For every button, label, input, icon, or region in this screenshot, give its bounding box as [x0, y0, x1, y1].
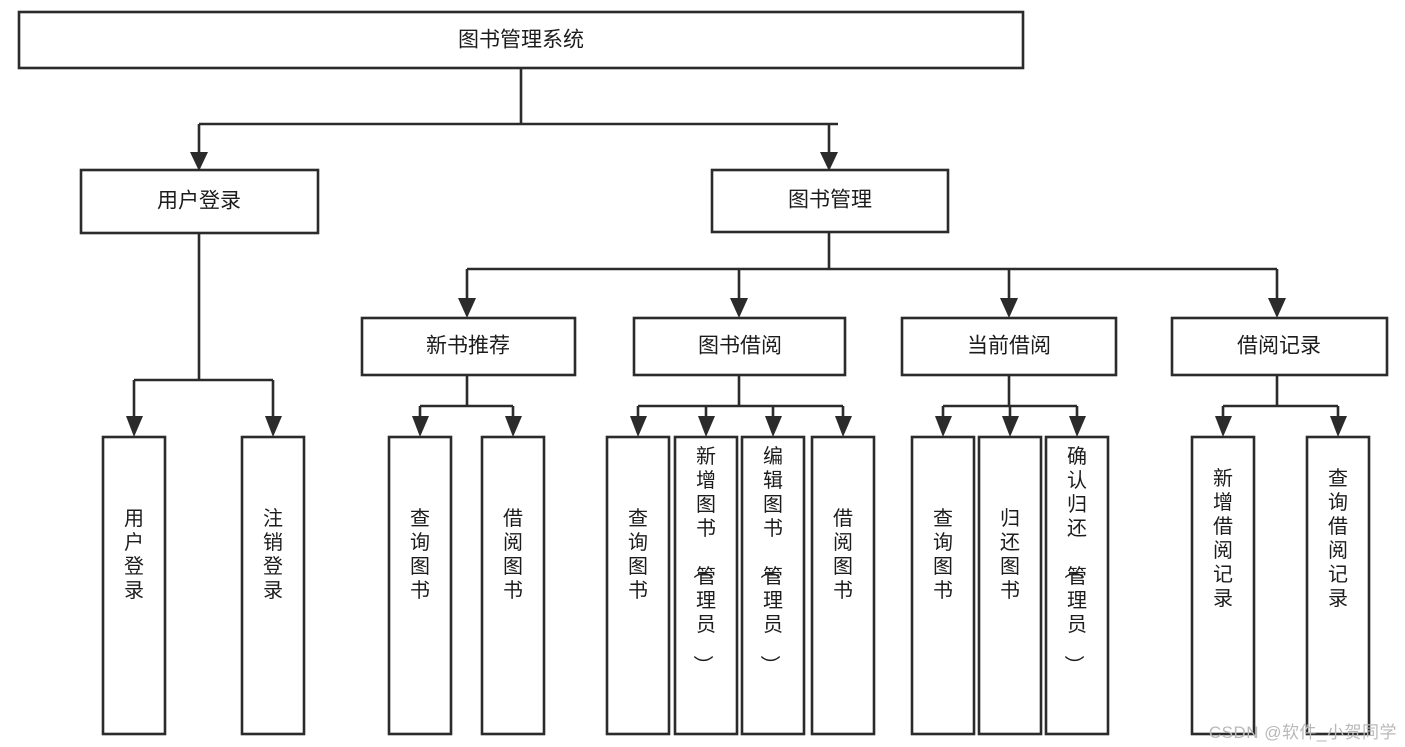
leaf-add-book-admin[interactable]: 新增图书（管理员）	[673, 435, 739, 736]
leaf-query-borrow-record[interactable]: 查询借阅记录	[1305, 435, 1371, 736]
leaf-borrow-book-borrow[interactable]: 借阅图书	[810, 435, 876, 736]
leaf-query-book-recommend-label: 查询图书	[410, 507, 430, 602]
node-new-book-recommend-label: 新书推荐	[426, 335, 510, 358]
node-book-management-label: 图书管理	[788, 189, 872, 212]
leaf-query-book-current-label: 查询图书	[933, 507, 953, 602]
leaf-user-login[interactable]: 用户登录	[101, 435, 167, 736]
leaf-query-book-current[interactable]: 查询图书	[910, 435, 976, 736]
node-current-borrow-label: 当前借阅	[967, 335, 1051, 358]
node-book-management-box[interactable]	[710, 168, 950, 234]
leaf-borrow-book-borrow-label: 借阅图书	[833, 507, 853, 602]
arrow-head-to-book-borrow	[730, 298, 748, 318]
leaf-borrow-book-recommend-box[interactable]	[480, 435, 546, 736]
leaf-confirm-return-admin-box[interactable]	[1044, 435, 1110, 736]
node-new-book-recommend[interactable]: 新书推荐	[360, 316, 577, 377]
leaf-logout[interactable]: 注销登录	[240, 435, 306, 736]
node-current-borrow-box[interactable]	[900, 316, 1118, 377]
leaf-add-book-admin-label: 新增图书（管理员）	[691, 445, 716, 675]
leaf-node-layer: 用户登录 注销登录 查询图书 借阅图书 查询图书 新增图书（管理员）	[101, 435, 1371, 736]
leaf-query-book-borrow[interactable]: 查询图书	[605, 435, 671, 736]
leaf-query-borrow-record-box[interactable]	[1305, 435, 1371, 736]
arrow-head-to-leaf-add-book	[698, 416, 715, 437]
edge-borrow-record-to-leaves-trunk	[1221, 375, 1340, 424]
leaf-add-borrow-record-label: 新增借阅记录	[1213, 467, 1233, 610]
leaf-user-login-label: 用户登录	[124, 508, 144, 602]
leaf-confirm-return-admin-label: 确认归还（管理员）	[1062, 445, 1087, 675]
edge-current-borrow-to-leaves-trunk	[941, 375, 1079, 424]
leaf-borrow-book-borrow-box[interactable]	[810, 435, 876, 736]
leaf-borrow-book-recommend[interactable]: 借阅图书	[480, 435, 546, 736]
node-borrow-record-box[interactable]	[1170, 316, 1389, 377]
arrow-head-to-leaf-edit-book	[765, 416, 782, 437]
leaf-add-borrow-record-box[interactable]	[1190, 435, 1256, 736]
leaf-query-book-current-box[interactable]	[910, 435, 976, 736]
edge-user-login-to-leaves-trunk	[132, 233, 275, 424]
node-book-borrow[interactable]: 图书借阅	[632, 316, 847, 377]
leaf-add-book-admin-box[interactable]	[673, 435, 739, 736]
arrow-head-to-book-management	[820, 152, 838, 171]
leaf-add-borrow-record[interactable]: 新增借阅记录	[1190, 435, 1256, 736]
leaf-logout-box[interactable]	[240, 435, 306, 736]
edge-root-to-level1-trunk	[197, 68, 838, 160]
leaf-confirm-return-admin[interactable]: 确认归还（管理员）	[1044, 435, 1110, 736]
node-book-borrow-label: 图书借阅	[698, 335, 782, 358]
edge-book-borrow-to-leaves-trunk	[636, 375, 845, 424]
arrow-head-to-leaf-query-book-c	[935, 416, 952, 437]
arrow-head-to-leaf-query-record	[1330, 416, 1347, 437]
node-user-login-box[interactable]	[79, 168, 320, 235]
arrow-head-to-leaf-borrow-book-a	[505, 416, 522, 437]
arrow-head-to-leaf-borrow-book-b	[835, 416, 852, 437]
leaf-logout-label: 注销登录	[263, 507, 283, 602]
leaf-query-book-recommend[interactable]: 查询图书	[387, 435, 453, 736]
arrow-head-to-borrow-record	[1268, 298, 1286, 318]
arrow-head-to-leaf-query-book-a	[412, 416, 429, 437]
node-root-label: 图书管理系统	[458, 29, 584, 52]
connector-layer	[126, 68, 1347, 437]
node-borrow-record[interactable]: 借阅记录	[1170, 316, 1389, 377]
arrow-head-to-leaf-user-login	[126, 416, 143, 437]
leaf-edit-book-admin-label: 编辑图书（管理员）	[758, 445, 783, 675]
arrow-head-to-leaf-query-book-b	[630, 416, 647, 437]
leaf-return-book-label: 归还图书	[1000, 507, 1020, 602]
leaf-query-book-borrow-box[interactable]	[605, 435, 671, 736]
arrow-head-to-leaf-logout	[265, 416, 282, 437]
arrow-head-to-current-borrow	[1000, 298, 1018, 318]
leaf-return-book-box[interactable]	[977, 435, 1043, 736]
node-new-book-recommend-box[interactable]	[360, 316, 577, 377]
arrow-head-to-user-login	[190, 152, 208, 171]
leaf-query-borrow-record-label: 查询借阅记录	[1328, 467, 1348, 610]
edge-new-book-recommend-to-leaves-trunk	[418, 375, 515, 424]
leaf-edit-book-admin[interactable]: 编辑图书（管理员）	[740, 435, 806, 736]
node-current-borrow[interactable]: 当前借阅	[900, 316, 1118, 377]
node-user-login[interactable]: 用户登录	[79, 168, 320, 235]
node-user-login-label: 用户登录	[157, 190, 241, 213]
node-root-box[interactable]	[17, 10, 1025, 70]
leaf-edit-book-admin-box[interactable]	[740, 435, 806, 736]
node-borrow-record-label: 借阅记录	[1237, 335, 1321, 358]
arrow-head-to-leaf-return-book	[1002, 416, 1019, 437]
arrow-head-to-leaf-add-record	[1215, 416, 1232, 437]
node-book-management[interactable]: 图书管理	[710, 168, 950, 234]
arrow-head-to-leaf-confirm-return	[1069, 416, 1086, 437]
leaf-query-book-recommend-box[interactable]	[387, 435, 453, 736]
edge-book-management-to-level2-trunk	[465, 232, 1279, 306]
arrow-head-to-new-book-recommend	[458, 298, 476, 318]
csdn-watermark: CSDN @软件_小贺同学	[1208, 723, 1397, 742]
node-root-book-management-system[interactable]: 图书管理系统	[17, 10, 1025, 70]
leaf-user-login-box[interactable]	[101, 435, 167, 736]
node-book-borrow-box[interactable]	[632, 316, 847, 377]
leaf-query-book-borrow-label: 查询图书	[628, 507, 648, 602]
leaf-borrow-book-recommend-label: 借阅图书	[503, 507, 523, 602]
leaf-return-book[interactable]: 归还图书	[977, 435, 1043, 736]
